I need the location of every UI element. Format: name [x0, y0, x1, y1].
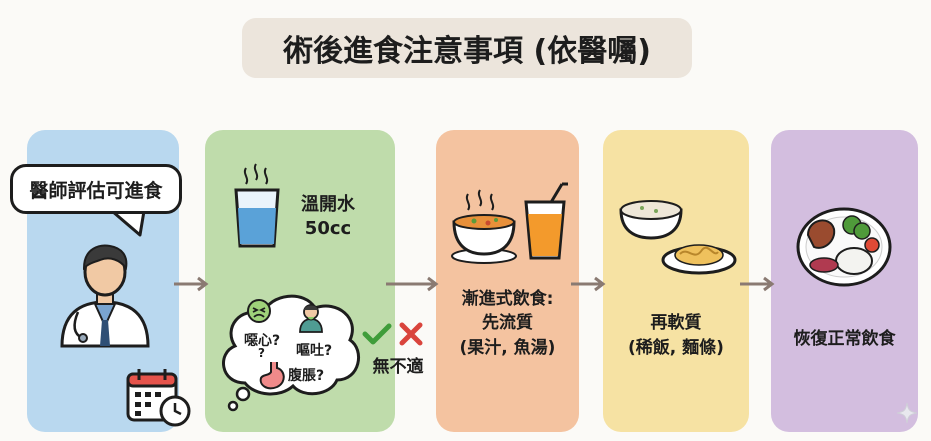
question-mark: ? [258, 346, 265, 360]
sparkle-icon [896, 402, 918, 424]
arrow-right-icon [571, 276, 606, 292]
water-amount-label: 50cc [304, 218, 352, 239]
meal-plate-icon [796, 207, 892, 287]
liquid-examples-label: (果汁, 魚湯) [459, 338, 556, 358]
arrow-right-icon [740, 276, 775, 292]
stomach-icon [259, 362, 285, 390]
arrow-right-icon [386, 276, 439, 292]
step-4-panel [603, 130, 749, 432]
water-glass-icon [234, 163, 280, 248]
gradual-diet-label: 漸進式飲食: [461, 289, 554, 309]
normal-diet-label: 恢復正常飲食 [793, 329, 896, 349]
bloating-label: 腹脹? [288, 368, 325, 384]
soft-food-label: 再軟質 [650, 313, 702, 333]
doctor-speech-bubble: 醫師評估可進食 [10, 164, 182, 214]
check-icon [362, 323, 392, 345]
cross-icon [399, 322, 423, 346]
soup-bowl-icon [451, 189, 517, 264]
page-title: 術後進食注意事項 (依醫囑) [242, 18, 692, 78]
warm-water-label: 溫開水 [301, 194, 355, 215]
nauseous-face-icon [247, 299, 271, 323]
thought-bubble-icon [222, 294, 360, 412]
doctor-icon [60, 244, 150, 348]
vomiting-label: 嘔吐? [296, 343, 333, 359]
soft-food-examples-label: (稀飯, 麵條) [628, 338, 724, 358]
step-3-panel [436, 130, 579, 432]
noodle-plate-icon [661, 244, 737, 275]
nausea-label: 噁心? [244, 333, 281, 349]
porridge-bowl-icon [619, 200, 683, 240]
no-discomfort-label: 無不適 [372, 357, 424, 377]
calendar-clock-icon [126, 369, 191, 427]
vomiting-person-icon [299, 304, 323, 333]
juice-glass-icon [524, 182, 568, 260]
arrow-right-icon [174, 276, 209, 292]
liquid-first-label: 先流質 [482, 313, 533, 333]
